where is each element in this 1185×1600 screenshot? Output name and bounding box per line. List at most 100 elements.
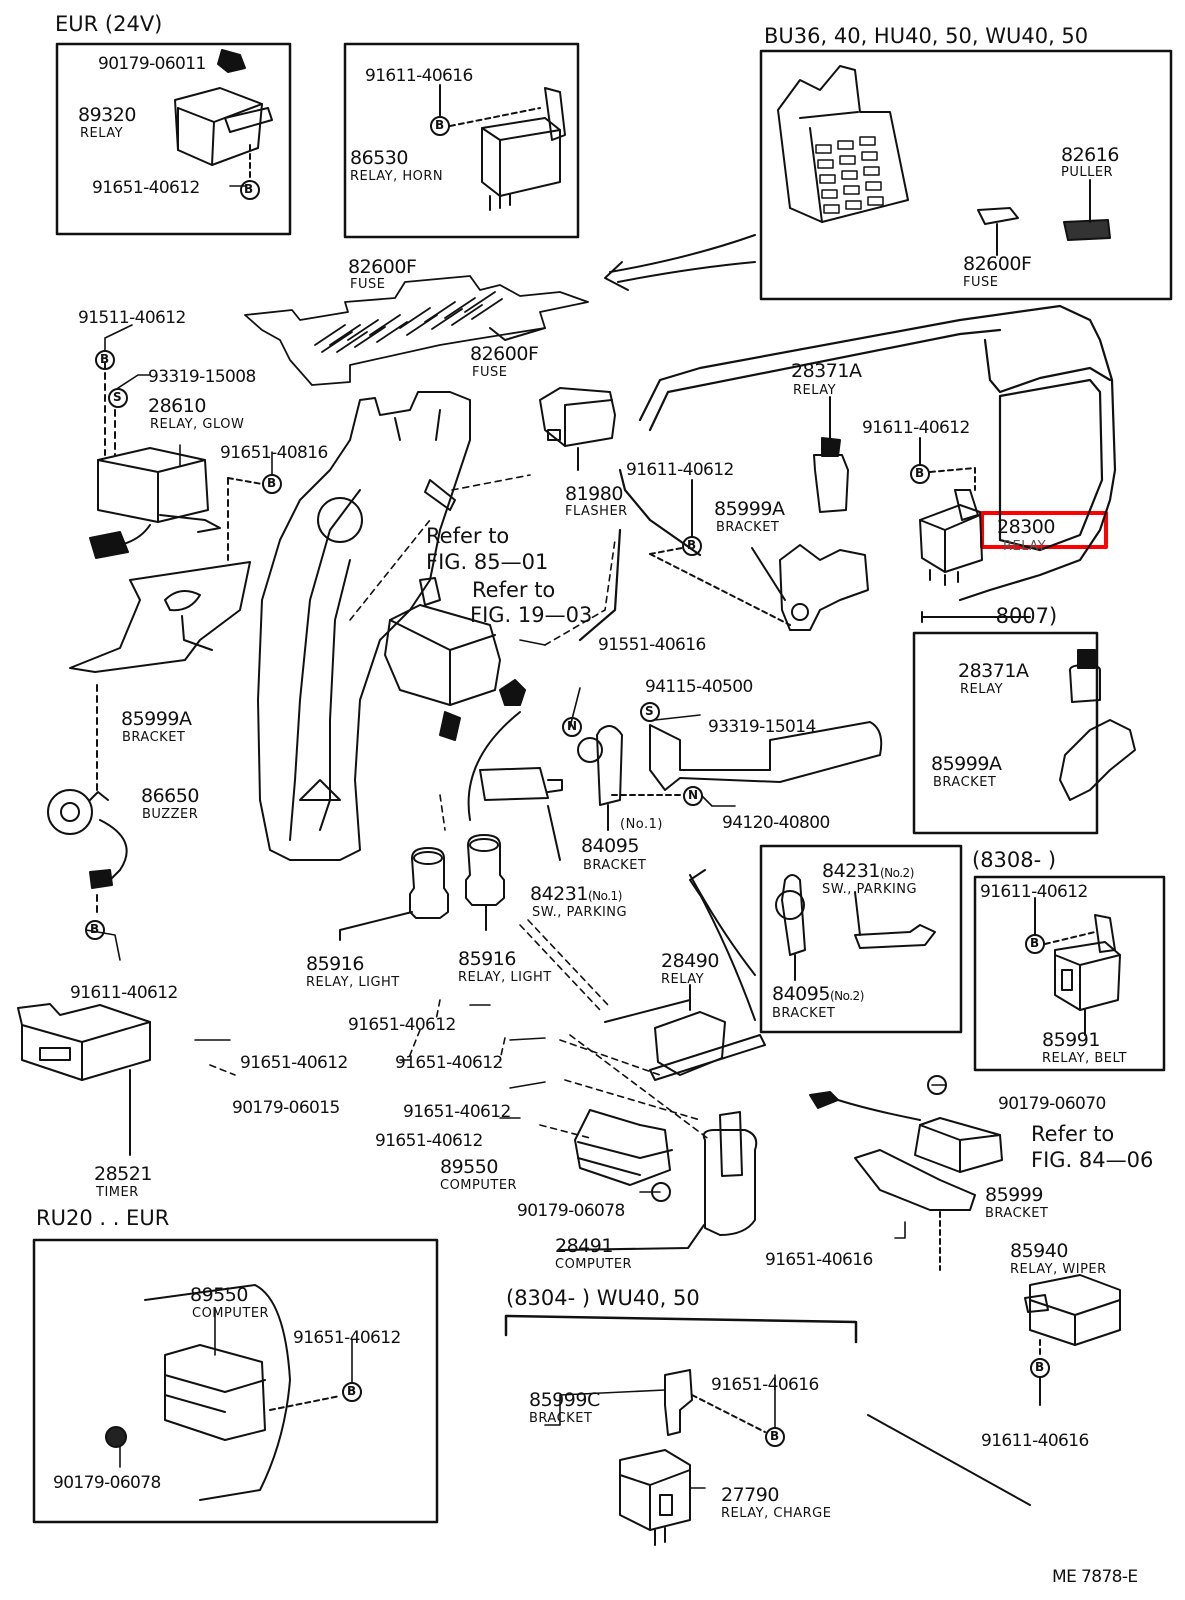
part-no-91611-40616[interactable]: 91611-40616 bbox=[981, 1431, 1089, 1451]
part-no-85916-2[interactable]: 85916 bbox=[458, 948, 516, 970]
computer-28491-drawing bbox=[559, 1111, 758, 1251]
part-name-89320: RELAY bbox=[80, 126, 124, 141]
part-no-91611-40612-relay[interactable]: 91611-40612 bbox=[862, 418, 970, 438]
part-no-91651-40616-wu[interactable]: 91651-40616 bbox=[711, 1375, 819, 1395]
part-no-28491[interactable]: 28491 bbox=[555, 1235, 613, 1257]
part-no-85916-1[interactable]: 85916 bbox=[306, 953, 364, 975]
inset-box-ru20eur bbox=[32, 1238, 439, 1524]
part-no-90179-06078-ru20[interactable]: 90179-06078 bbox=[53, 1473, 161, 1493]
bolt-symbol-icon: B bbox=[347, 1384, 357, 1398]
part-no-91651-40616[interactable]: 91651-40616 bbox=[765, 1250, 873, 1270]
part-no-84095-no2-number: 84095 bbox=[772, 983, 830, 1005]
inset-box-fusebox bbox=[759, 49, 1173, 301]
part-no-86530[interactable]: 86530 bbox=[350, 147, 408, 169]
part-no-85999A-left[interactable]: 85999A bbox=[121, 708, 192, 730]
part-name-89550-ru20: COMPUTER bbox=[192, 1306, 270, 1321]
part-no-27790[interactable]: 27790 bbox=[721, 1484, 779, 1506]
part-no-90179-06015[interactable]: 90179-06015 bbox=[232, 1098, 340, 1118]
part-no-94115-40500[interactable]: 94115-40500 bbox=[645, 677, 753, 697]
part-no-28490[interactable]: 28490 bbox=[661, 950, 719, 972]
solid-leaders bbox=[85, 185, 946, 1489]
part-name-28610: RELAY, GLOW bbox=[150, 417, 245, 432]
part-no-81980[interactable]: 81980 bbox=[565, 483, 623, 505]
relay-27790-drawing bbox=[619, 1449, 691, 1546]
part-name-85999C: BRACKET bbox=[529, 1411, 593, 1426]
part-no-93319-15014[interactable]: 93319-15014 bbox=[708, 717, 816, 737]
part-no-84095-no2[interactable]: 84095(No.2) bbox=[772, 985, 864, 1004]
part-name-28521: TIMER bbox=[96, 1185, 139, 1200]
flasher-81980-drawing bbox=[539, 387, 616, 471]
part-no-91511-40612[interactable]: 91511-40612 bbox=[78, 308, 186, 328]
part-no-28521[interactable]: 28521 bbox=[94, 1163, 152, 1185]
part-no-28300[interactable]: 28300 bbox=[997, 516, 1055, 538]
part-name-28371A-inset: RELAY bbox=[960, 682, 1004, 697]
relay-28490-drawing bbox=[604, 984, 766, 1081]
part-no-85999[interactable]: 85999 bbox=[985, 1184, 1043, 1206]
part-no-90179-06070[interactable]: 90179-06070 bbox=[998, 1094, 1106, 1114]
bolt-symbol-icon: B bbox=[1030, 936, 1040, 950]
part-no-82600F-bottom[interactable]: 82600F bbox=[470, 343, 539, 365]
arrow-fusebox-to-main bbox=[604, 234, 756, 291]
part-no-85940[interactable]: 85940 bbox=[1010, 1240, 1068, 1262]
part-no-85991[interactable]: 85991 bbox=[1042, 1029, 1100, 1051]
inset-box-horn bbox=[343, 42, 580, 239]
part-no-28610[interactable]: 28610 bbox=[148, 395, 206, 417]
part-no-84095[interactable]: 84095 bbox=[581, 835, 639, 857]
part-no-86650[interactable]: 86650 bbox=[141, 785, 199, 807]
relay-fig1903-drawing bbox=[384, 577, 526, 741]
part-no-91611-40612-buzzer[interactable]: 91611-40612 bbox=[70, 983, 178, 1003]
part-name-28491: COMPUTER bbox=[555, 1257, 633, 1272]
relay-28371a-inset-drawing bbox=[1059, 649, 1136, 801]
part-no-91651-40612-ru20[interactable]: 91651-40612 bbox=[293, 1328, 401, 1348]
part-name-28300: RELAY bbox=[1003, 539, 1047, 554]
part-name-85999A-left: BRACKET bbox=[122, 730, 186, 745]
main-support-bracket bbox=[257, 391, 471, 861]
ref-fig-85-01-line2[interactable]: FIG. 85—01 bbox=[426, 550, 549, 574]
part-no-93319-15008[interactable]: 93319-15008 bbox=[148, 367, 256, 387]
part-no-84231-no1[interactable]: 84231(No.1) bbox=[530, 885, 622, 904]
part-no-89550[interactable]: 89550 bbox=[440, 1156, 498, 1178]
part-no-91651-40612-eur[interactable]: 91651-40612 bbox=[92, 178, 200, 198]
part-no-91651-40816[interactable]: 91651-40816 bbox=[220, 443, 328, 463]
part-no-84231-no2[interactable]: 84231(No.2) bbox=[822, 862, 914, 881]
bolt-symbol-icon: B bbox=[244, 182, 254, 196]
bracket-85999a-mid-drawing bbox=[649, 479, 869, 631]
part-no-28371A-inset[interactable]: 28371A bbox=[958, 660, 1029, 682]
part-no-91651-40612-c[interactable]: 91651-40612 bbox=[395, 1053, 503, 1073]
part-no-91611-40612-flasher[interactable]: 91611-40612 bbox=[626, 460, 734, 480]
ref-fig-84-06-line2[interactable]: FIG. 84—06 bbox=[1031, 1148, 1154, 1172]
bracket-85999c-drawing bbox=[664, 1369, 785, 1447]
part-no-91651-40612-b[interactable]: 91651-40612 bbox=[240, 1053, 348, 1073]
part-no-91651-40612-e[interactable]: 91651-40612 bbox=[375, 1131, 483, 1151]
part-no-89550-ru20[interactable]: 89550 bbox=[190, 1284, 248, 1306]
part-no-91551-40616[interactable]: 91551-40616 bbox=[598, 635, 706, 655]
part-name-82616: PULLER bbox=[1061, 165, 1114, 180]
part-name-82600F-top: FUSE bbox=[350, 277, 386, 292]
ref-fig-19-03-line2[interactable]: FIG. 19—03 bbox=[470, 603, 593, 627]
part-no-89320[interactable]: 89320 bbox=[78, 104, 136, 126]
part-name-82600F-inset: FUSE bbox=[963, 275, 999, 290]
part-name-84231-no2: SW., PARKING bbox=[822, 882, 918, 897]
part-name-27790: RELAY, CHARGE bbox=[721, 1506, 832, 1521]
part-no-94120-40800[interactable]: 94120-40800 bbox=[722, 813, 830, 833]
part-no-85999C[interactable]: 85999C bbox=[529, 1389, 600, 1411]
part-no-28371A[interactable]: 28371A bbox=[791, 360, 862, 382]
part-no-91651-40612-d[interactable]: 91651-40612 bbox=[403, 1102, 511, 1122]
part-no-91611-40616-horn[interactable]: 91611-40616 bbox=[365, 66, 473, 86]
part-no-90179-06011[interactable]: 90179-06011 bbox=[98, 54, 206, 74]
part-no-82600F-top[interactable]: 82600F bbox=[348, 256, 417, 278]
part-no-91651-40612-a[interactable]: 91651-40612 bbox=[348, 1015, 456, 1035]
part-no-85999A-inset[interactable]: 85999A bbox=[931, 753, 1002, 775]
part-no-82600F-inset[interactable]: 82600F bbox=[963, 253, 1032, 275]
part-no-91611-40612-belt[interactable]: 91611-40612 bbox=[980, 882, 1088, 902]
inset-box-belt8308 bbox=[973, 875, 1166, 1072]
part-name-28371A: RELAY bbox=[793, 383, 837, 398]
part-no-90179-06078[interactable]: 90179-06078 bbox=[517, 1201, 625, 1221]
part-no-85999A-mid[interactable]: 85999A bbox=[714, 498, 785, 520]
part-name-84231-no1: SW., PARKING bbox=[532, 905, 628, 920]
part-no-82616[interactable]: 82616 bbox=[1061, 144, 1119, 166]
part-name-85999: BRACKET bbox=[985, 1206, 1049, 1221]
relay-89320-drawing bbox=[174, 49, 273, 200]
inset-title-belt8308: (8308- ) bbox=[972, 848, 1057, 872]
relay-85916-2-drawing bbox=[465, 834, 505, 931]
